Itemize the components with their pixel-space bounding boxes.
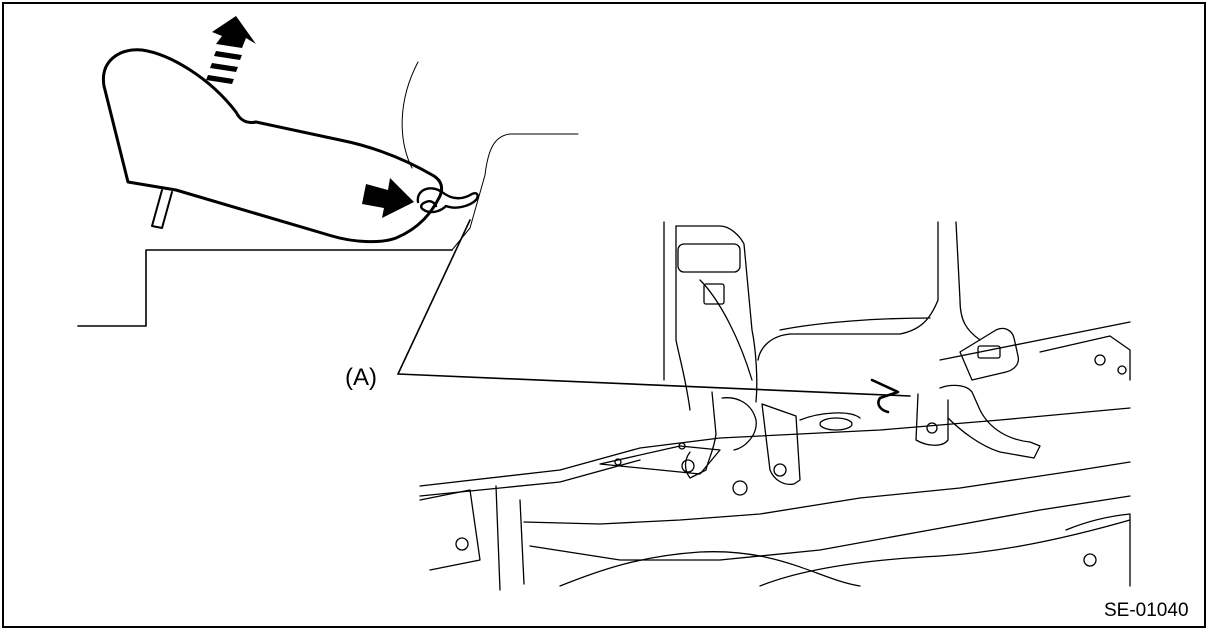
hook-marker	[870, 378, 900, 414]
push-arrow-icon	[362, 178, 414, 218]
callout-label-a: (A)	[345, 364, 377, 391]
rear-floor-view	[419, 221, 1131, 591]
seat-cushion	[101, 48, 444, 244]
cushion-leg	[151, 189, 173, 229]
belt-buckle-upper	[677, 243, 741, 273]
leader-lines	[397, 219, 911, 397]
figure-id: SE-01040	[1104, 600, 1189, 621]
seat-cushion-inset	[77, 16, 579, 327]
hook	[416, 187, 479, 214]
pull-up-arrow-icon	[206, 16, 256, 84]
